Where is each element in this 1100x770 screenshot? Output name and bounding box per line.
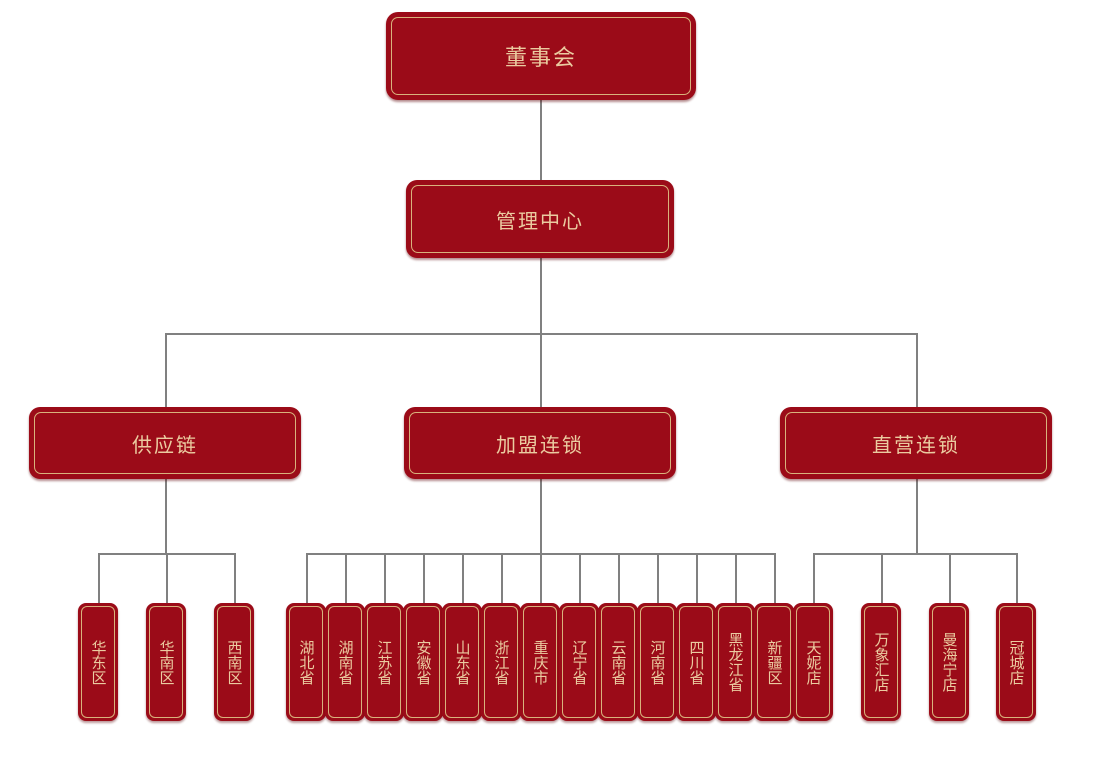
node-label: 黑龙江省 [726, 632, 745, 692]
node-label: 华东区 [89, 639, 108, 685]
connector-supply-chain-drop [234, 553, 236, 603]
leaf-franchise-province[interactable]: 湖南省 [325, 603, 365, 721]
leaf-franchise-province[interactable]: 江苏省 [364, 603, 404, 721]
node-division-direct-chain[interactable]: 直营连锁 [780, 407, 1052, 479]
leaf-franchise-province[interactable]: 浙江省 [481, 603, 521, 721]
leaf-supply-chain-region[interactable]: 西南区 [214, 603, 254, 721]
connector-franchise-drop [735, 553, 737, 603]
connector-direct-bus [813, 553, 1016, 555]
node-label: 重庆市 [531, 639, 550, 685]
leaf-franchise-province[interactable]: 四川省 [676, 603, 716, 721]
leaf-franchise-province[interactable]: 新疆区 [754, 603, 794, 721]
node-label: 直营连锁 [872, 432, 960, 457]
connector-direct-drop [813, 553, 815, 603]
node-label: 江苏省 [375, 639, 394, 685]
node-label: 冠城店 [1007, 639, 1026, 685]
connector-franchise-drop [540, 553, 542, 603]
node-label: 辽宁省 [570, 639, 589, 685]
node-label: 河南省 [648, 639, 667, 685]
connector-franchise-drop [696, 553, 698, 603]
node-label: 管理中心 [496, 208, 584, 233]
node-label: 西南区 [225, 639, 244, 685]
connector-franchise-drop [345, 553, 347, 603]
node-label: 董事会 [504, 46, 577, 71]
node-label: 山东省 [453, 639, 472, 685]
node-label: 万象汇店 [872, 632, 891, 692]
connector-franchise-drop [618, 553, 620, 603]
connector-franchise-drop [462, 553, 464, 603]
leaf-franchise-province[interactable]: 河南省 [637, 603, 677, 721]
connector-direct-drop [1016, 553, 1018, 603]
connector-franchise-drop [657, 553, 659, 603]
connector-bus-to-supply-chain [165, 333, 167, 407]
node-label: 四川省 [687, 639, 706, 685]
node-label: 天妮店 [804, 639, 823, 685]
node-label: 供应链 [132, 432, 198, 457]
node-label: 安徽省 [414, 639, 433, 685]
leaf-direct-store[interactable]: 冠城店 [996, 603, 1036, 721]
leaf-supply-chain-region[interactable]: 华东区 [78, 603, 118, 721]
connector-franchise-drop [501, 553, 503, 603]
node-label: 湖南省 [336, 639, 355, 685]
node-division-franchise-chain[interactable]: 加盟连锁 [404, 407, 676, 479]
connector-direct-drop [881, 553, 883, 603]
node-board-of-directors[interactable]: 董事会 [386, 12, 696, 100]
leaf-franchise-province[interactable]: 湖北省 [286, 603, 326, 721]
connector-franchise-drop [774, 553, 776, 603]
connector-franchise-drop [384, 553, 386, 603]
leaf-franchise-province[interactable]: 重庆市 [520, 603, 560, 721]
node-division-supply-chain[interactable]: 供应链 [29, 407, 301, 479]
connector-direct-stem [916, 479, 918, 554]
leaf-franchise-province[interactable]: 辽宁省 [559, 603, 599, 721]
leaf-supply-chain-region[interactable]: 华南区 [146, 603, 186, 721]
connector-management-to-bus [540, 258, 542, 334]
connector-franchise-stem [540, 479, 542, 554]
leaf-franchise-province[interactable]: 安徽省 [403, 603, 443, 721]
node-label: 云南省 [609, 639, 628, 685]
connector-supply-chain-drop [98, 553, 100, 603]
connector-supply-chain-stem [165, 479, 167, 554]
connector-direct-drop [949, 553, 951, 603]
node-label: 华南区 [157, 639, 176, 685]
node-label: 加盟连锁 [496, 432, 584, 457]
node-label: 曼海宁店 [940, 632, 959, 692]
leaf-direct-store[interactable]: 天妮店 [793, 603, 833, 721]
connector-bus-to-direct [916, 333, 918, 407]
connector-franchise-drop [423, 553, 425, 603]
node-label: 浙江省 [492, 639, 511, 685]
leaf-franchise-province[interactable]: 山东省 [442, 603, 482, 721]
connector-franchise-drop [306, 553, 308, 603]
leaf-direct-store[interactable]: 万象汇店 [861, 603, 901, 721]
connector-root-to-management [540, 100, 542, 180]
connector-bus-to-franchise [540, 333, 542, 407]
node-label: 新疆区 [765, 639, 784, 685]
connector-franchise-drop [579, 553, 581, 603]
leaf-franchise-province[interactable]: 黑龙江省 [715, 603, 755, 721]
node-label: 湖北省 [297, 639, 316, 685]
node-management-center[interactable]: 管理中心 [406, 180, 674, 258]
leaf-franchise-province[interactable]: 云南省 [598, 603, 638, 721]
connector-supply-chain-drop [166, 553, 168, 603]
leaf-direct-store[interactable]: 曼海宁店 [929, 603, 969, 721]
